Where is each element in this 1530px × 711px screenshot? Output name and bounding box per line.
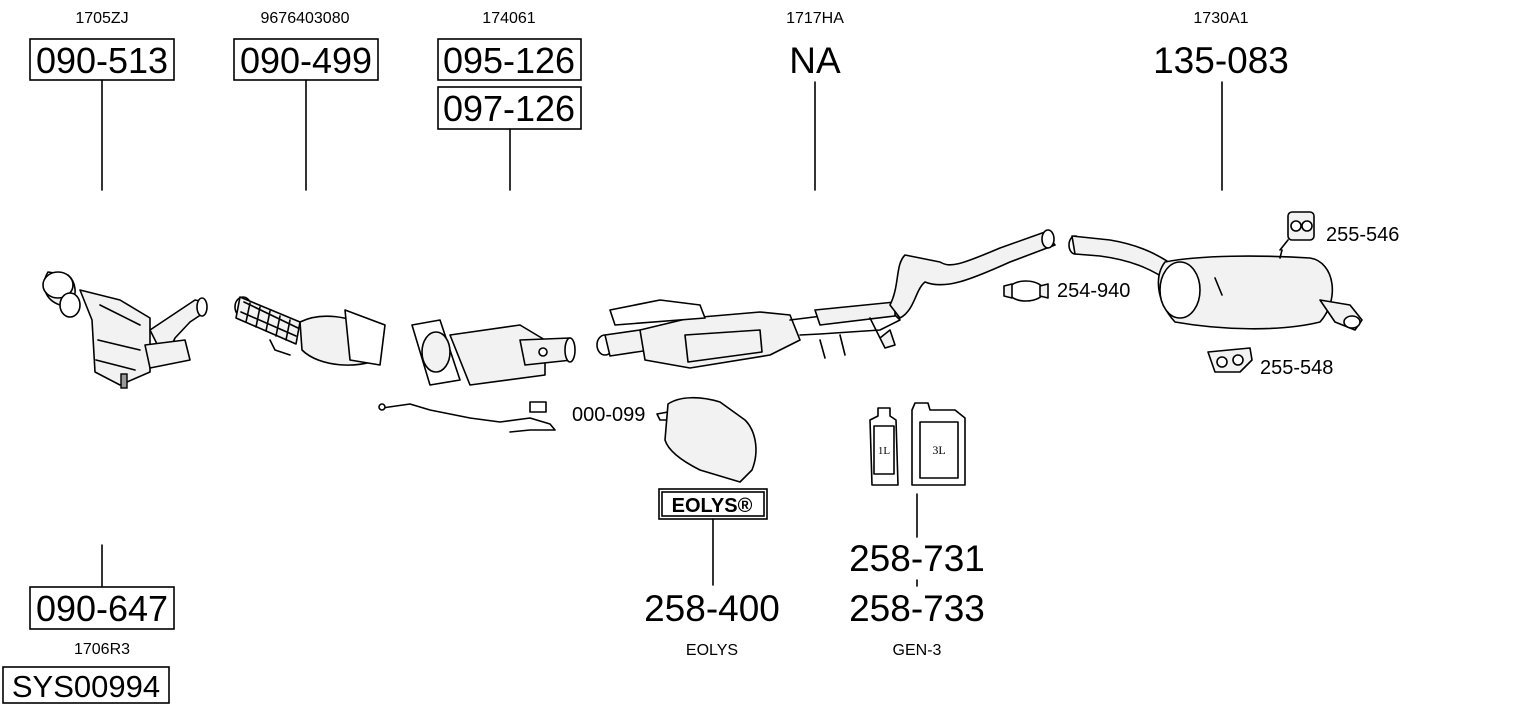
hanger-255-546-icon[interactable] [1279, 211, 1315, 251]
part-number-097-126[interactable]: 097-126 [437, 86, 582, 130]
additive-bottle-3l-icon[interactable]: 3L [911, 402, 966, 486]
flex-pipe-catalyst-icon[interactable] [234, 296, 386, 366]
bottle-label: 1L [878, 445, 891, 457]
part-number-258-731[interactable]: 258-731 [849, 538, 985, 579]
system-id-text: SYS00994 [12, 669, 160, 704]
eolys-logo: EOLYS® [658, 488, 768, 520]
part-number-135-083[interactable]: 135-083 [1153, 40, 1289, 81]
oem-code-label: 1705ZJ [75, 10, 128, 27]
part-number-258-400[interactable]: 258-400 [644, 588, 780, 629]
part-number-text: 097-126 [443, 88, 575, 129]
part-number-095-126[interactable]: 095-126 [437, 38, 582, 81]
part-number-text: 090-513 [36, 40, 168, 81]
part-number-text: 090-647 [36, 588, 168, 629]
eolys-logo-text: EOLYS® [672, 495, 753, 517]
part-number-090-499[interactable]: 090-499 [233, 38, 379, 81]
additive-bottle-1l-icon[interactable]: 1L [869, 407, 899, 486]
clamp-254-940-icon[interactable] [1003, 280, 1049, 302]
part-number-na[interactable]: NA [789, 40, 841, 81]
oem-code-label: 174061 [482, 10, 535, 27]
small-part-number[interactable]: 254-940 [1057, 280, 1130, 302]
exhaust-manifold-pipe-icon[interactable] [42, 271, 208, 389]
particulate-filter-icon[interactable] [411, 319, 576, 386]
part-number-090-647[interactable]: 090-647 [29, 586, 175, 630]
part-number-text: 090-499 [240, 40, 372, 81]
small-part-number[interactable]: 255-546 [1326, 224, 1399, 246]
caption-eolys: EOLYS [686, 642, 738, 659]
oem-code-label: 1717HA [786, 10, 844, 27]
oem-code-label: 1730A1 [1193, 10, 1248, 27]
part-number-258-733[interactable]: 258-733 [849, 588, 985, 629]
sensor-harness-icon[interactable] [378, 401, 556, 433]
small-part-number[interactable]: 255-548 [1260, 357, 1333, 379]
center-pipe-icon[interactable] [596, 229, 1056, 369]
small-part-number[interactable]: 000-099 [572, 404, 645, 426]
rear-silencer-icon[interactable] [1068, 235, 1363, 331]
part-number-text: 095-126 [443, 40, 575, 81]
oem-code-label: 9676403080 [261, 10, 350, 27]
eolys-fluid-bag-icon[interactable] [656, 396, 757, 483]
part-number-090-513[interactable]: 090-513 [29, 38, 175, 81]
system-id-badge[interactable]: SYS00994 [2, 666, 170, 704]
oem-code-label: 1706R3 [74, 641, 130, 658]
bottle-label: 3L [932, 443, 945, 457]
caption-gen: GEN-3 [893, 642, 942, 659]
hanger-255-548-icon[interactable] [1207, 347, 1253, 373]
